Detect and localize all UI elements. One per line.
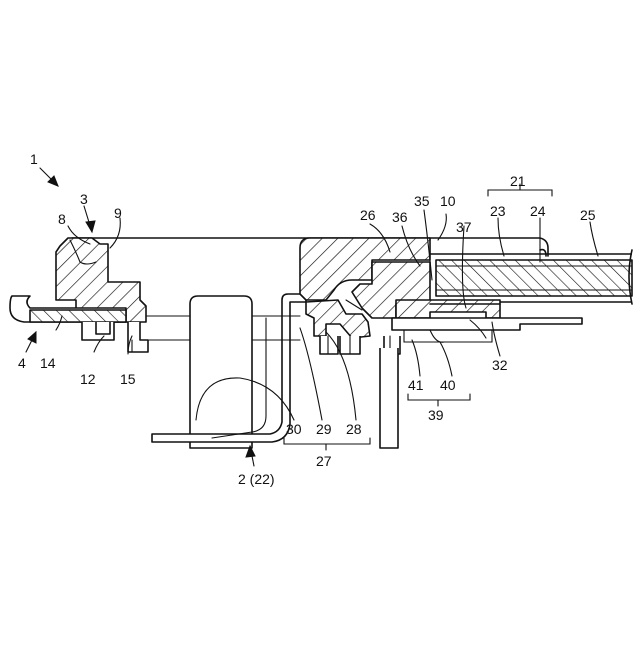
label-2: 2 (22) xyxy=(238,471,275,487)
label-10: 10 xyxy=(440,193,456,209)
label-27: 27 xyxy=(316,453,332,469)
label-28: 28 xyxy=(346,421,362,437)
label-39: 39 xyxy=(428,407,444,423)
label-8: 8 xyxy=(58,211,66,227)
label-35: 35 xyxy=(414,193,430,209)
label-9: 9 xyxy=(114,205,122,221)
label-32: 32 xyxy=(492,357,508,373)
label-14: 14 xyxy=(40,355,56,371)
label-4: 4 xyxy=(18,355,26,371)
bottom-plate-39 xyxy=(392,318,582,342)
label-37: 37 xyxy=(456,219,472,235)
label-24: 24 xyxy=(530,203,546,219)
label-3: 3 xyxy=(80,191,88,207)
label-36: 36 xyxy=(392,209,408,225)
seal-parts-36-37 xyxy=(396,300,500,318)
label-25: 25 xyxy=(580,207,596,223)
label-30: 30 xyxy=(286,421,302,437)
label-40: 40 xyxy=(440,377,456,393)
label-26: 26 xyxy=(360,207,376,223)
label-15: 15 xyxy=(120,371,136,387)
cable-assembly-21 xyxy=(430,250,632,304)
label-12: 12 xyxy=(80,371,96,387)
label-23: 23 xyxy=(490,203,506,219)
label-41: 41 xyxy=(408,377,424,393)
label-21: 21 xyxy=(510,173,526,189)
center-component xyxy=(152,294,306,448)
label-1: 1 xyxy=(30,151,38,167)
label-29: 29 xyxy=(316,421,332,437)
